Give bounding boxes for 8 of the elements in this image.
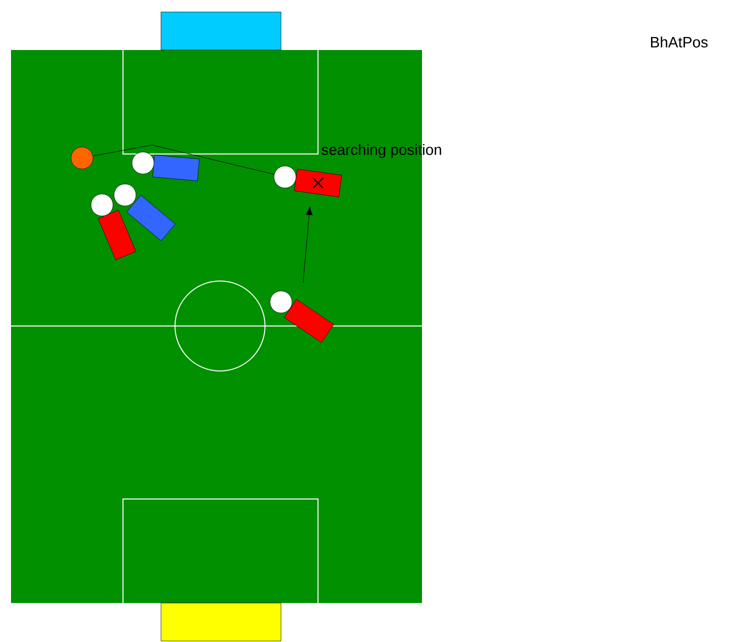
robot: [270, 290, 334, 343]
robot: [114, 184, 176, 242]
robot: [132, 152, 200, 182]
ball: [70, 146, 94, 170]
robot: [274, 166, 342, 198]
title-label: BhAtPos: [651, 36, 708, 48]
robot: [90, 194, 136, 260]
arrow: [302, 206, 312, 284]
